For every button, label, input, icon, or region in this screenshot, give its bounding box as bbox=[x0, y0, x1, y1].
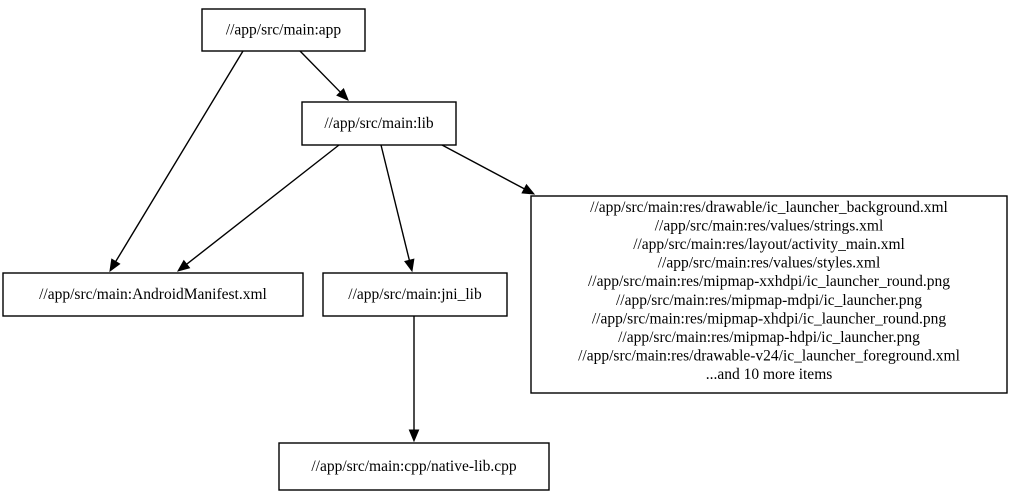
node-label: //app/src/main:AndroidManifest.xml bbox=[39, 286, 267, 303]
node-label: //app/src/main:lib bbox=[324, 115, 434, 132]
resource-list-item: //app/src/main:res/drawable-v24/ic_launc… bbox=[578, 348, 960, 365]
node-native_lib[interactable]: //app/src/main:cpp/native-lib.cpp bbox=[278, 442, 550, 491]
node-resources[interactable]: //app/src/main:res/drawable/ic_launcher_… bbox=[530, 195, 1008, 394]
node-box[interactable] bbox=[201, 8, 366, 52]
edge-app-to-lib bbox=[299, 50, 349, 101]
node-label: //app/src/main:app bbox=[226, 22, 342, 39]
edge-lib-to-resources bbox=[441, 144, 536, 195]
resource-list: //app/src/main:res/drawable/ic_launcher_… bbox=[578, 199, 960, 383]
edge-line bbox=[184, 144, 340, 267]
edge-lib-to-jni-lib bbox=[380, 144, 415, 273]
arrowhead-icon bbox=[404, 258, 415, 273]
edge-line bbox=[380, 144, 411, 263]
edge-line bbox=[441, 144, 527, 191]
arrowhead-icon bbox=[336, 88, 349, 101]
node-label: //app/src/main:cpp/native-lib.cpp bbox=[311, 458, 517, 475]
resource-list-item: //app/src/main:res/mipmap-xhdpi/ic_launc… bbox=[592, 310, 947, 327]
node-box[interactable] bbox=[530, 195, 1008, 394]
arrowhead-icon bbox=[521, 183, 536, 195]
nodes-layer: //app/src/main:app //app/src/main:lib //ap… bbox=[2, 8, 1008, 491]
resource-list-item: //app/src/main:res/values/styles.xml bbox=[658, 255, 881, 272]
resource-list-item: //app/src/main:res/mipmap-hdpi/ic_launch… bbox=[618, 329, 920, 346]
edges-layer bbox=[109, 50, 536, 443]
edge-line bbox=[114, 50, 244, 264]
resource-list-item: //app/src/main:res/layout/activity_main.… bbox=[633, 236, 905, 253]
resource-list-item: //app/src/main:res/drawable/ic_launcher_… bbox=[590, 199, 948, 216]
node-jni_lib[interactable]: //app/src/main:jni_lib bbox=[322, 272, 508, 317]
arrowhead-icon bbox=[176, 259, 191, 272]
edge-line bbox=[299, 50, 343, 95]
node-box[interactable] bbox=[301, 101, 457, 146]
node-box[interactable] bbox=[2, 272, 304, 317]
edge-jni-lib-to-native-lib bbox=[408, 316, 420, 443]
arrowhead-icon bbox=[109, 258, 121, 273]
node-box[interactable] bbox=[278, 442, 550, 491]
edge-app-to-manifest bbox=[109, 50, 244, 273]
node-app[interactable]: //app/src/main:app bbox=[201, 8, 366, 52]
resource-list-item: //app/src/main:res/mipmap-mdpi/ic_launch… bbox=[616, 292, 922, 309]
edge-lib-to-manifest bbox=[176, 144, 340, 272]
node-box[interactable] bbox=[322, 272, 508, 317]
arrowhead-icon bbox=[408, 429, 420, 443]
resource-list-item: ...and 10 more items bbox=[706, 366, 833, 383]
resource-list-item: //app/src/main:res/values/strings.xml bbox=[655, 217, 884, 234]
resource-list-item: //app/src/main:res/mipmap-xxhdpi/ic_laun… bbox=[588, 273, 950, 290]
node-label: //app/src/main:jni_lib bbox=[348, 286, 482, 303]
node-manifest[interactable]: //app/src/main:AndroidManifest.xml bbox=[2, 272, 304, 317]
node-lib[interactable]: //app/src/main:lib bbox=[301, 101, 457, 146]
